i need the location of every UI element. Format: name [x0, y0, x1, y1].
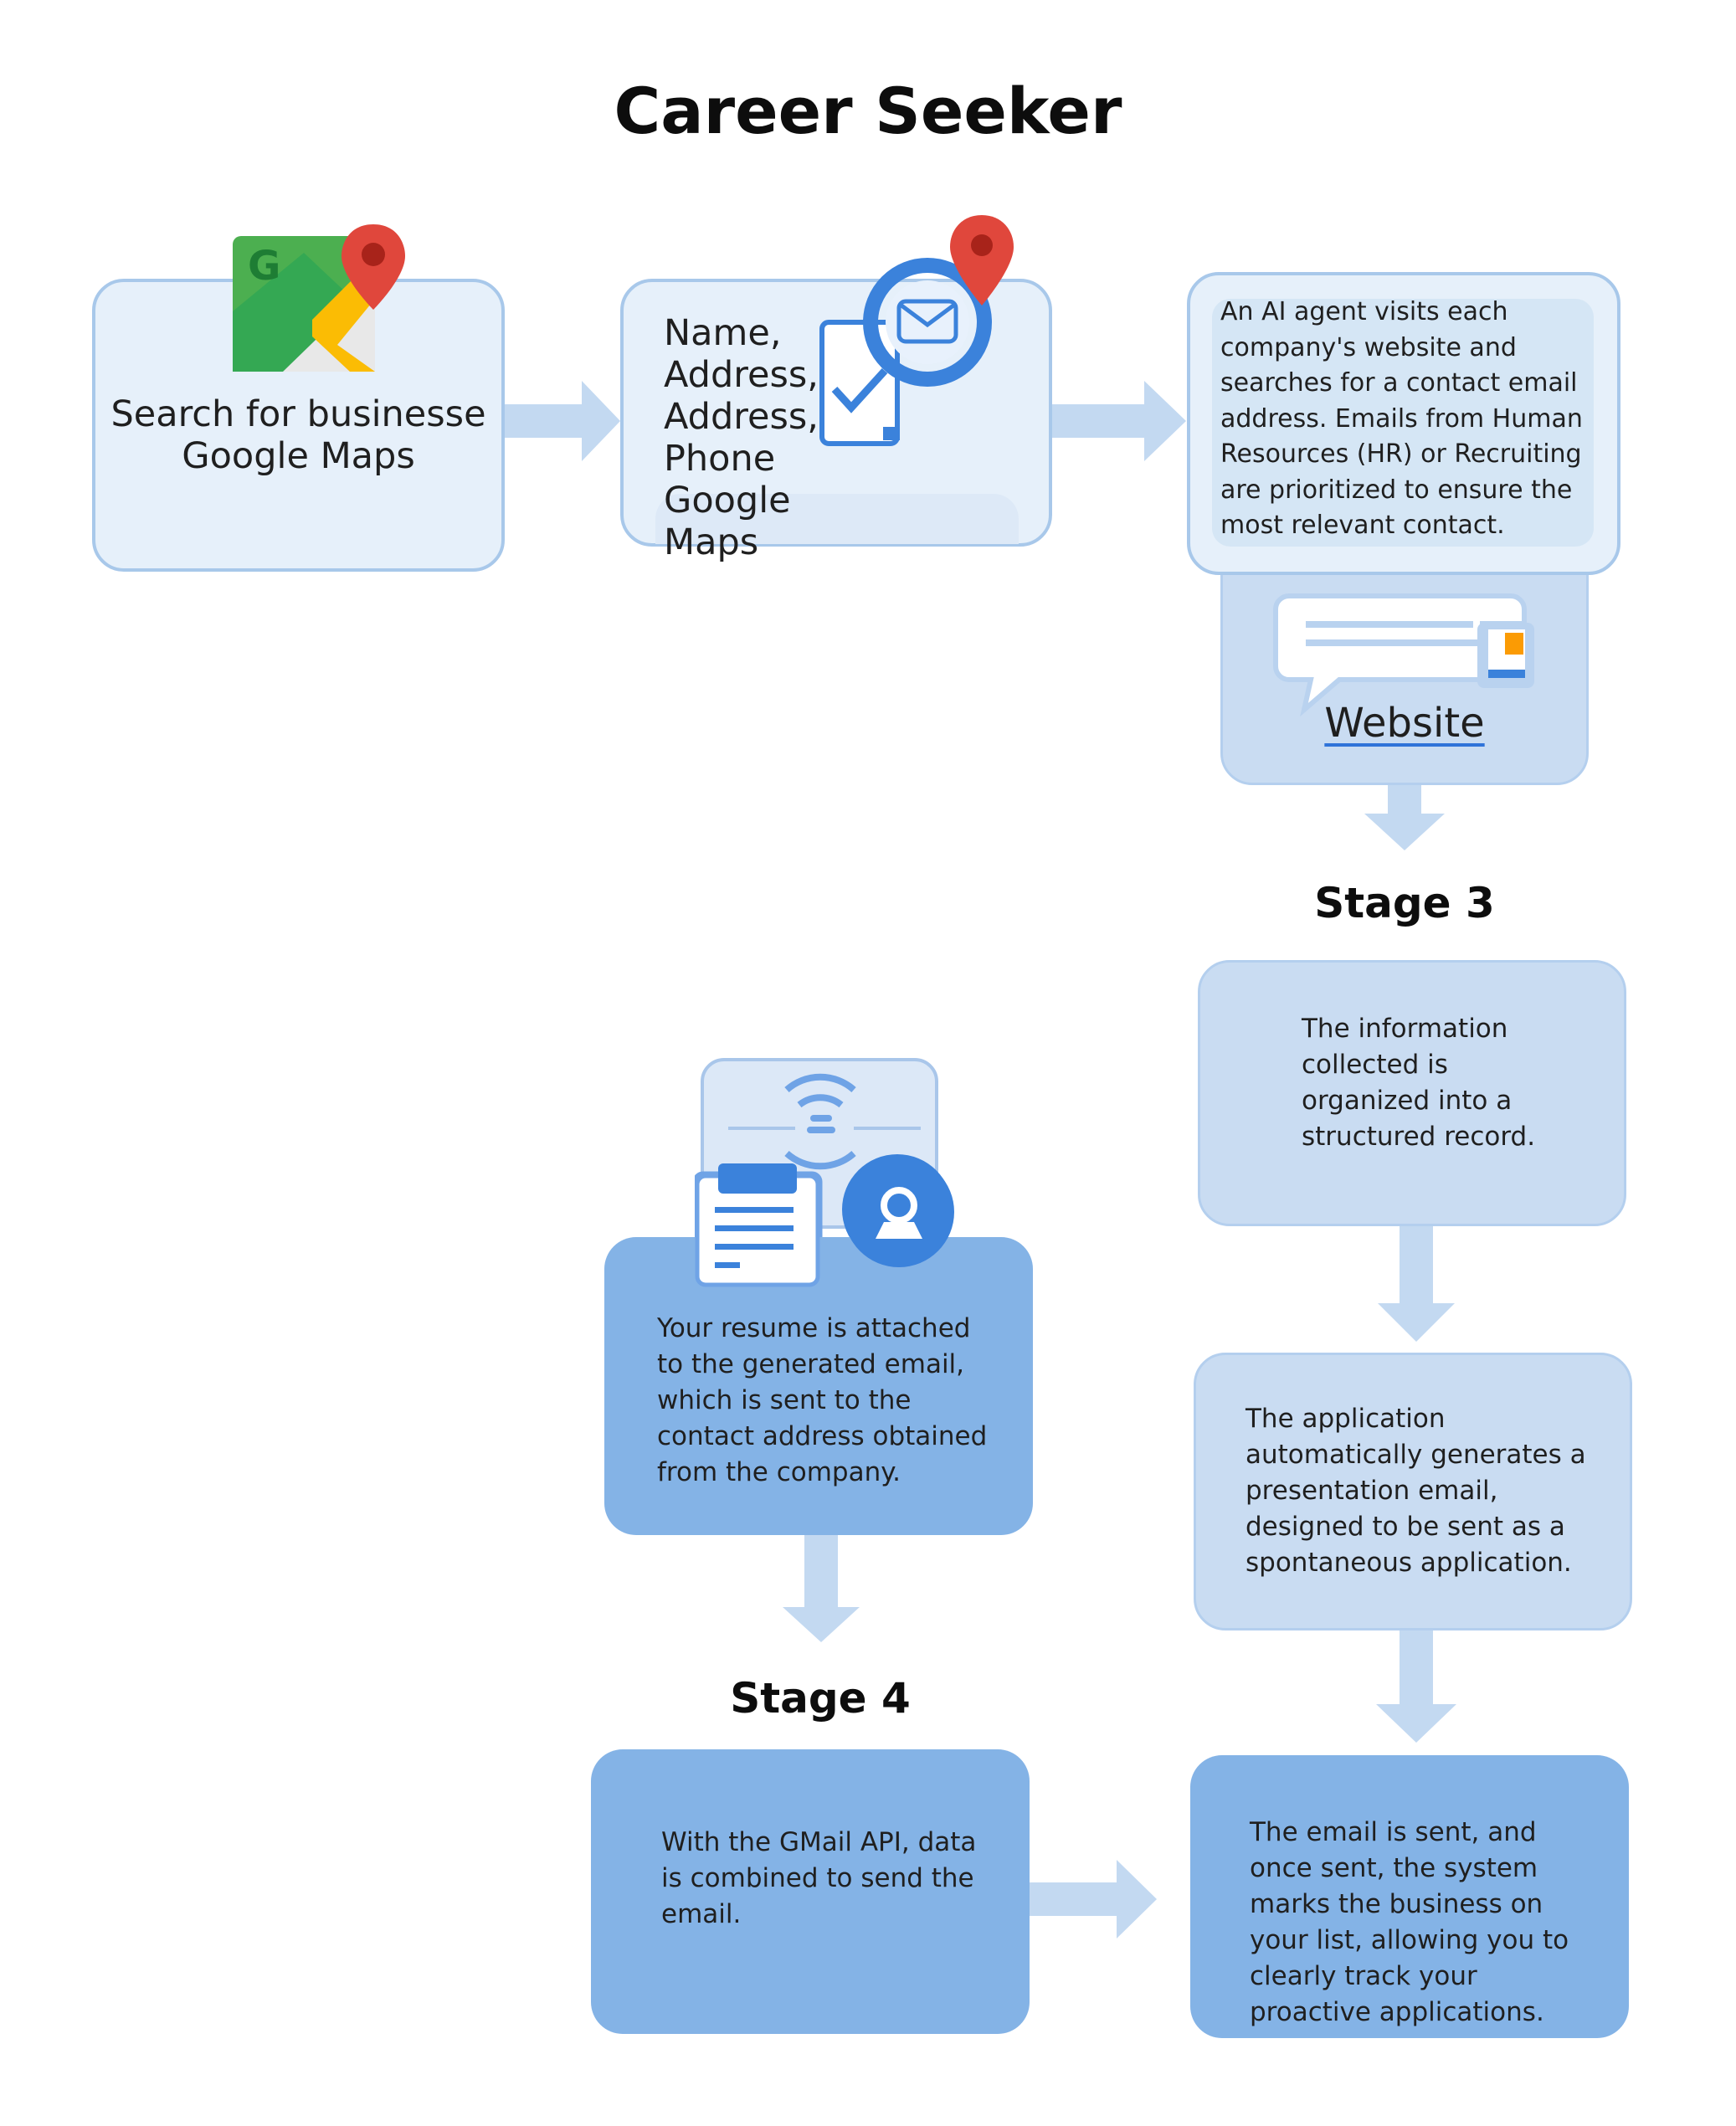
- arrow-extract-to-ai: [1052, 381, 1186, 461]
- gmail-step-box: [591, 1749, 1030, 2034]
- arrow-organize-to-generate: [1378, 1226, 1455, 1342]
- extract-inner-panel: [655, 494, 1019, 544]
- arrow-gmail-to-track: [1030, 1860, 1157, 1939]
- ai-agent-description: An AI agent visits each company's websit…: [1220, 297, 1583, 540]
- search-step-label: Search for businesse Google Maps: [110, 393, 486, 477]
- track-description: The email is sent, and once sent, the sy…: [1250, 1817, 1569, 2027]
- contact-card-icon: [819, 215, 1014, 446]
- chat-bubble-icon: [1273, 593, 1534, 717]
- arrow-resume-to-stage4: [783, 1535, 860, 1642]
- gmail-description: With the GMail API, data is combined to …: [661, 1827, 977, 1929]
- svg-text:G: G: [248, 243, 280, 290]
- resume-doc-overlay: [695, 1173, 820, 1287]
- generate-step-box: [1194, 1353, 1632, 1630]
- extract-fields-list: Name, Address, Address, Phone Google Map…: [664, 312, 819, 563]
- organize-description: The information collected is organized i…: [1302, 1014, 1536, 1152]
- google-maps-icon: G: [233, 224, 405, 372]
- arrow-website-to-stage3: [1364, 785, 1445, 850]
- page-title: Career Seeker: [614, 74, 1122, 148]
- stage-3-label: Stage 3: [1314, 879, 1495, 927]
- track-step-box: [1190, 1755, 1629, 2038]
- arrow-search-to-extract: [505, 381, 620, 461]
- website-label[interactable]: Website: [1324, 700, 1485, 747]
- resume-step-box: [604, 1237, 1033, 1535]
- resume-description: Your resume is attached to the generated…: [657, 1313, 988, 1487]
- organize-step-box: [1198, 960, 1626, 1226]
- generate-description: The application automatically generates …: [1246, 1404, 1586, 1578]
- contact-person-icon: [844, 1157, 954, 1267]
- ai-agent-text-panel: [1212, 299, 1594, 547]
- arrow-generate-to-track: [1376, 1630, 1456, 1743]
- stage-4-label: Stage 4: [730, 1674, 911, 1723]
